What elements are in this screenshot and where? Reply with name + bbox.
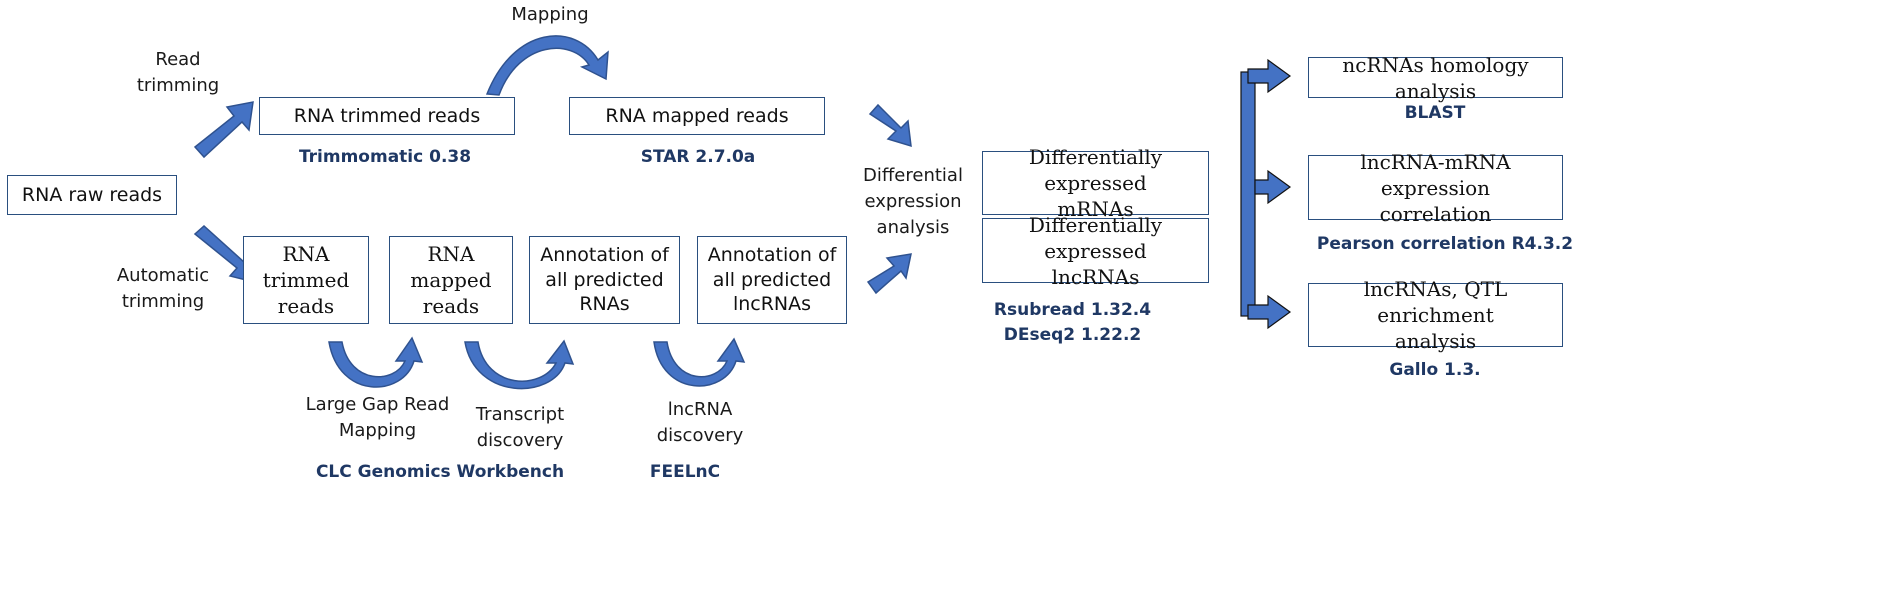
arrow-to-trimmed-top (193, 101, 254, 159)
lncrna-discovery-curved-arrow (653, 337, 746, 387)
branch-arrow-qtl (1247, 294, 1292, 330)
large-gap-mapping-label: Large Gap Read Mapping (305, 394, 450, 442)
mapped-reads-top-box: RNA mapped reads (569, 97, 825, 135)
lncrna-discovery-label: lncRNA discovery (656, 399, 744, 447)
transcript-discovery-label: Transcript discovery (475, 404, 565, 452)
mapping-label: Mapping (511, 4, 589, 25)
large-gap-curved-arrow (328, 336, 424, 388)
trimmed-reads-top-box: RNA trimmed reads (259, 97, 515, 135)
read-trimming-label: Read trimming (136, 49, 220, 97)
mapped-reads-bottom-box: RNA mapped reads (389, 236, 513, 324)
rsubread-deseq2-tool: Rsubread 1.32.4 DEseq2 1.22.2 (993, 300, 1152, 345)
raw-reads-box: RNA raw reads (7, 175, 177, 215)
star-tool: STAR 2.7.0a (640, 147, 756, 167)
blast-tool: BLAST (1404, 103, 1466, 123)
branch-bracket-bar (1240, 71, 1256, 317)
differential-expression-label: Differential expression analysis (863, 165, 963, 239)
qtl-enrichment-box: lncRNAs, QTL enrichment analysis (1308, 277, 1563, 353)
mapping-curved-arrow (485, 35, 609, 96)
trimmed-reads-bottom-box: RNA trimmed reads (243, 236, 369, 324)
transcript-discovery-curved-arrow (464, 339, 575, 390)
clc-genomics-tool: CLC Genomics Workbench (315, 462, 565, 482)
branch-arrow-homology (1247, 58, 1292, 94)
trimmomatic-tool: Trimmomatic 0.38 (298, 147, 472, 167)
homology-analysis-box: ncRNAs homology analysis (1308, 53, 1563, 103)
annotation-rnas-box: Annotation of all predicted RNAs (529, 236, 680, 324)
de-mrnas-box: Differentially expressed mRNAs (982, 145, 1209, 221)
gallo-tool: Gallo 1.3. (1389, 360, 1481, 380)
branch-arrow-correlation (1254, 169, 1292, 205)
pearson-correlation-tool: Pearson correlation R4.3.2 (1316, 234, 1574, 254)
automatic-trimming-label: Automatic trimming (116, 265, 210, 313)
arrow-to-diff-expression-top (868, 103, 912, 148)
arrow-to-diff-expression-bottom (866, 253, 912, 295)
annotation-lncrnas-box: Annotation of all predicted lncRNAs (697, 236, 847, 324)
de-lncrnas-box: Differentially expressed lncRNAs (982, 213, 1209, 289)
expression-correlation-box: lncRNA-mRNA expression correlation (1308, 150, 1563, 226)
feelnc-tool: FEELnC (649, 462, 721, 482)
